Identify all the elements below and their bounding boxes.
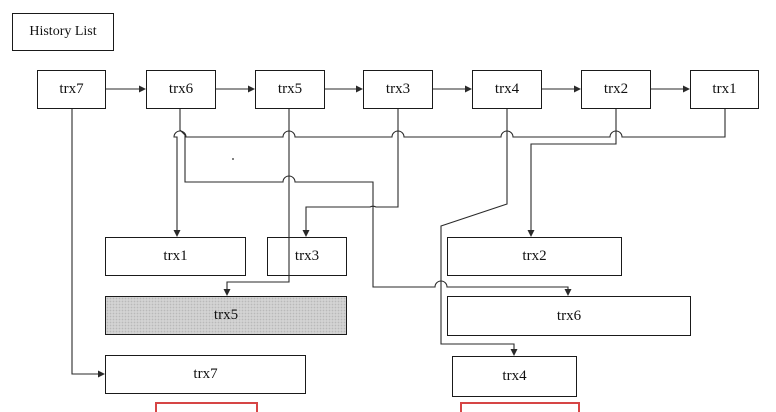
right-group-trx2: trx2	[447, 237, 622, 276]
history-node-trx7: trx7	[37, 70, 106, 109]
history-node-trx4: trx4	[472, 70, 542, 109]
red-outlined-box-left	[155, 402, 258, 412]
left-group-trx7: trx7	[105, 355, 306, 394]
right-group-trx6: trx6	[447, 296, 691, 336]
history-node-trx3: trx3	[363, 70, 433, 109]
red-outlined-box-right	[460, 402, 580, 412]
left-group-trx3: trx3	[267, 237, 347, 276]
history-list-label: History List	[12, 13, 114, 51]
history-node-trx5: trx5	[255, 70, 325, 109]
right-group-trx4: trx4	[452, 356, 577, 397]
left-group-trx5-shaded: trx5	[105, 296, 347, 335]
history-node-trx1: trx1	[690, 70, 759, 109]
history-node-trx2: trx2	[581, 70, 651, 109]
left-group-trx1: trx1	[105, 237, 246, 276]
history-node-trx6: trx6	[146, 70, 216, 109]
